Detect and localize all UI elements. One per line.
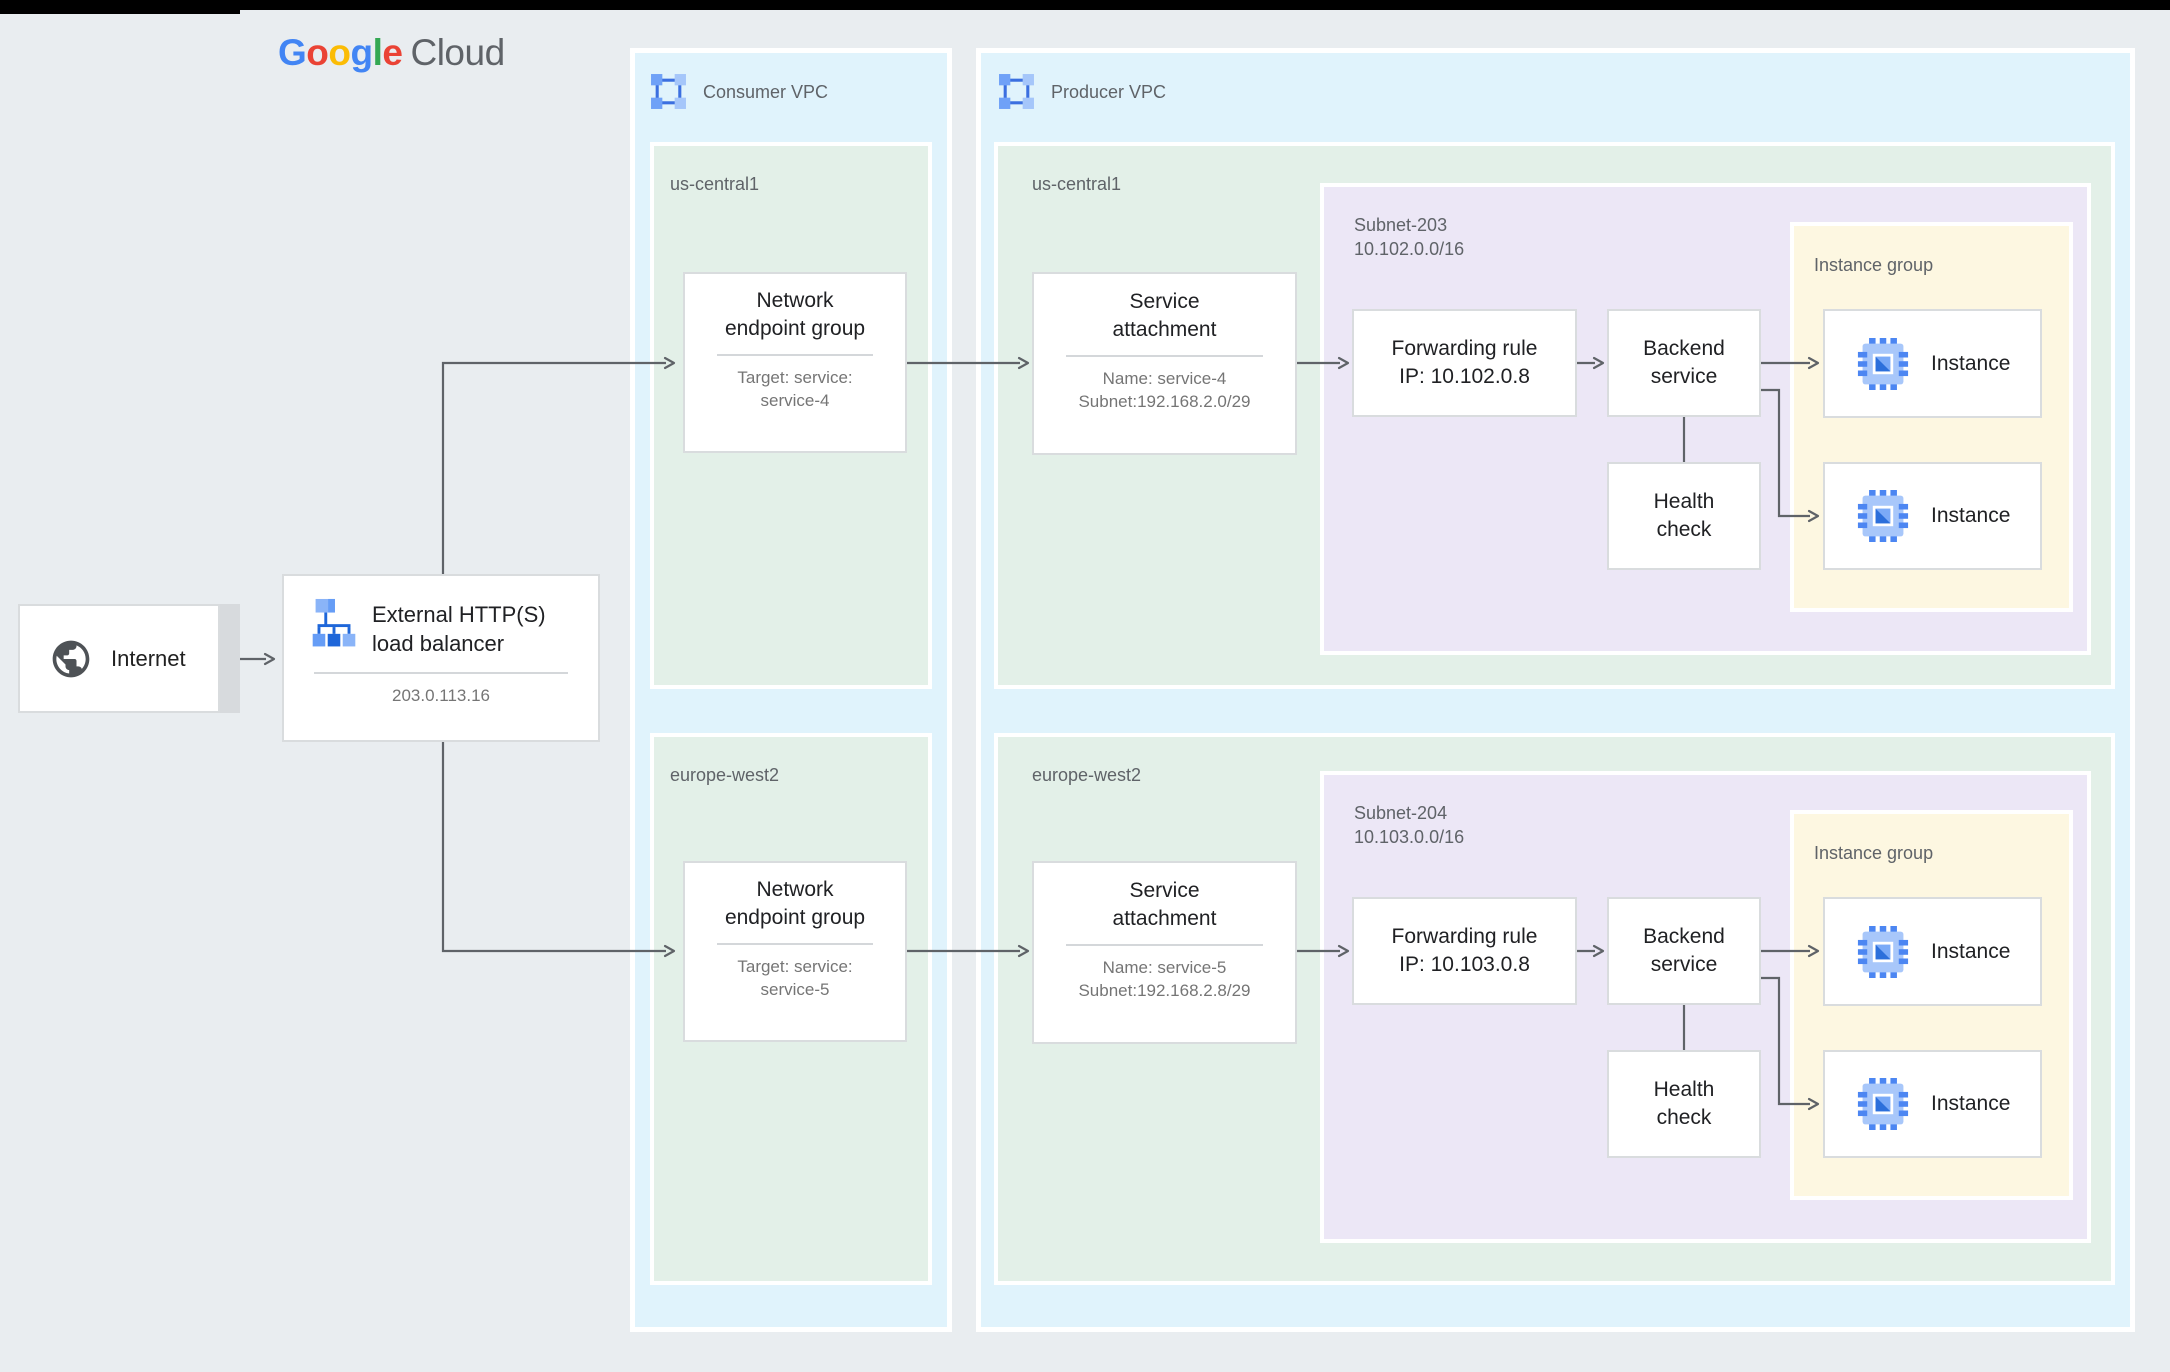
health-check-text: Health check <box>1653 1078 1715 1129</box>
instance-card: Instance <box>1823 309 2042 418</box>
health-check-text: Health check <box>1653 490 1715 541</box>
subnet-label: Subnet-203 10.102.0.0/16 <box>1354 215 1465 259</box>
top-border-bar-left-segment <box>0 0 240 14</box>
neg-title: Network endpoint group <box>724 878 866 929</box>
globe-icon <box>49 637 93 681</box>
forwarding-rule-card-europe-west2: Forwarding rule IP: 10.103.0.8 <box>1352 897 1577 1005</box>
region-label: europe-west2 <box>670 765 780 785</box>
logo-letter: o <box>306 32 329 73</box>
backend-service-card-europe-west2: Backend service <box>1607 897 1761 1005</box>
producer-vpc-label: Producer VPC <box>1051 81 1167 102</box>
service-attachment-subtitle: Name: service-4 Subnet:192.168.2.0/29 <box>1078 369 1251 411</box>
subnet-label: Subnet-204 10.103.0.0/16 <box>1354 803 1465 847</box>
logo-letter: e <box>382 32 403 73</box>
compute-instance-icon <box>1857 1078 1909 1130</box>
load-balancer-title: External HTTP(S) load balancer <box>372 602 546 656</box>
vpc-icon <box>650 73 687 110</box>
instance-card: Instance <box>1823 1050 2042 1158</box>
backend-service-text: Backend service <box>1643 925 1725 976</box>
load-balancer-icon <box>312 598 356 660</box>
card-divider <box>717 354 873 356</box>
health-check-card-us-central1: Health check <box>1607 462 1761 570</box>
instance-card: Instance <box>1823 897 2042 1006</box>
health-check-card-europe-west2: Health check <box>1607 1050 1761 1158</box>
service-attachment-card-us-central1: Service attachment Name: service-4 Subne… <box>1032 272 1297 455</box>
logo-letter: g <box>350 32 374 73</box>
internet-card: Internet <box>18 604 220 713</box>
instance-label: Instance <box>1931 939 2011 963</box>
service-attachment-subtitle: Name: service-5 Subnet:192.168.2.8/29 <box>1078 958 1251 1000</box>
card-divider <box>1066 355 1263 357</box>
card-divider <box>1066 944 1263 946</box>
neg-subtitle: Target: service: service-4 <box>737 368 853 410</box>
logo-cloud-text: Cloud <box>410 32 505 73</box>
compute-instance-icon <box>1857 926 1909 978</box>
region-label: us-central1 <box>670 174 760 194</box>
neg-subtitle: Target: service: service-5 <box>737 957 853 999</box>
region-label: europe-west2 <box>1032 765 1142 785</box>
backend-service-card-us-central1: Backend service <box>1607 309 1761 417</box>
neg-title: Network endpoint group <box>724 289 866 340</box>
instance-label: Instance <box>1931 351 2011 375</box>
service-attachment-title: Service attachment <box>1112 879 1217 930</box>
load-balancer-ip: 203.0.113.16 <box>392 686 490 705</box>
instance-label: Instance <box>1931 1092 2011 1115</box>
card-divider <box>717 943 873 945</box>
internet-label: Internet <box>111 645 186 671</box>
forwarding-rule-text: Forwarding rule IP: 10.102.0.8 <box>1391 337 1538 388</box>
instance-group-label: Instance group <box>1814 843 1934 863</box>
card-divider <box>314 672 568 674</box>
instance-card: Instance <box>1823 462 2042 570</box>
producer-vpc-header: Producer VPC <box>998 73 1166 110</box>
network-endpoint-group-card-europe-west2: Network endpoint group Target: service: … <box>683 861 907 1042</box>
forwarding-rule-text: Forwarding rule IP: 10.103.0.8 <box>1391 925 1538 976</box>
logo-letter: l <box>372 32 383 73</box>
compute-instance-icon <box>1857 490 1909 542</box>
backend-service-text: Backend service <box>1643 337 1725 388</box>
consumer-vpc-header: Consumer VPC <box>650 73 828 110</box>
instance-group-label: Instance group <box>1814 255 1934 275</box>
internet-card-shadow <box>220 604 240 713</box>
logo-letter: G <box>278 32 307 73</box>
forwarding-rule-card-us-central1: Forwarding rule IP: 10.102.0.8 <box>1352 309 1577 417</box>
top-border-bar <box>0 0 2170 10</box>
region-label: us-central1 <box>1032 174 1122 194</box>
service-attachment-title: Service attachment <box>1112 290 1217 341</box>
logo-letter: o <box>328 32 351 73</box>
network-endpoint-group-card-us-central1: Network endpoint group Target: service: … <box>683 272 907 453</box>
consumer-vpc-label: Consumer VPC <box>703 81 829 102</box>
load-balancer-card: External HTTP(S) load balancer 203.0.113… <box>282 574 600 742</box>
compute-instance-icon <box>1857 338 1909 390</box>
service-attachment-card-europe-west2: Service attachment Name: service-5 Subne… <box>1032 861 1297 1044</box>
instance-label: Instance <box>1931 504 2011 527</box>
vpc-icon <box>998 73 1035 110</box>
